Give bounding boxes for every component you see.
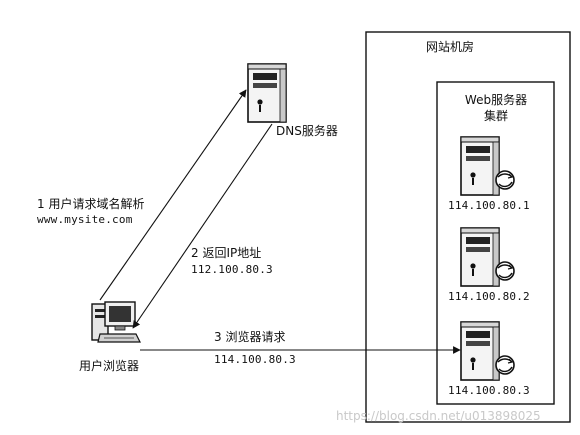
cluster-box <box>436 81 555 405</box>
web-server-icon <box>460 321 500 381</box>
step2-title: 2 返回IP地址 <box>191 246 262 260</box>
dns-server-label: DNS服务器 <box>276 124 338 138</box>
web-server-icon <box>460 136 500 196</box>
step3-title: 3 浏览器请求 <box>214 330 286 344</box>
computer-icon <box>91 301 141 343</box>
browser-label: 用户浏览器 <box>79 359 140 373</box>
web-server-icon <box>460 227 500 287</box>
step1-detail: www.mysite.com <box>37 213 133 226</box>
machine-room-title: 网站机房 <box>426 40 475 54</box>
return-ip-arrow <box>132 123 273 329</box>
machine-room-box <box>365 31 571 423</box>
watermark-text: https://blog.csdn.net/u013898025 <box>336 409 541 423</box>
request-dns-arrow <box>99 89 247 301</box>
cluster-title-line1: Web服务器 <box>464 93 528 107</box>
step3-detail: 114.100.80.3 <box>214 353 296 366</box>
server-ip-2: 114.100.80.2 <box>448 290 530 303</box>
dns-server-icon <box>247 63 287 123</box>
server-ip-3: 114.100.80.3 <box>448 384 530 397</box>
step1-title: 1 用户请求域名解析 <box>37 197 145 211</box>
cluster-title-line2: 集群 <box>483 109 509 123</box>
step2-detail: 112.100.80.3 <box>191 263 273 276</box>
web-globe-icon <box>495 170 515 190</box>
web-globe-icon <box>495 355 515 375</box>
web-globe-icon <box>495 261 515 281</box>
server-ip-1: 114.100.80.1 <box>448 199 530 212</box>
